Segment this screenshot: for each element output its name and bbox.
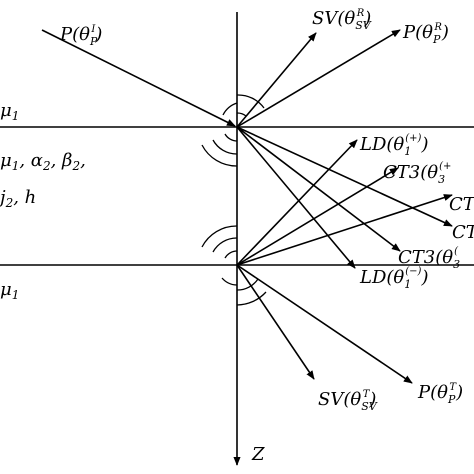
lower-inner-arc-3 [201,225,238,248]
reflected-sv-label: SV(θSVR) [312,8,372,32]
ct3-lower-label: CT3(θ3( [398,246,460,271]
z-axis-label: Z [251,444,265,465]
incident-p-ray [41,29,236,127]
upper-inner-arc-1 [224,133,238,142]
reflected-p-ray [236,29,401,128]
layer-top-mu-label: μ1 [0,100,19,123]
ray-lower-to-ct-upper [236,194,453,266]
layer-params-line-2: j2, h [0,187,36,210]
transmitted-sv-ray [236,264,315,380]
layer-params-line-1: μ1, α2, β2, [0,150,86,173]
transmitted-sv-label: SV(θSVT) [318,389,378,413]
reflection-angle-arc-1 [236,112,247,117]
ray-upper-to-ld-minus [236,126,356,269]
ray-lower-to-ld-plus [236,139,358,266]
reflected-sv-ray [236,32,317,128]
ray-upper-to-ct-lower [236,126,453,227]
transmission-arc-left [221,277,238,286]
ld-minus-label: LD(θ1(−)) [359,266,428,291]
ld-plus-label: LD(θ1(+)) [359,133,428,158]
transmission-arc-1 [236,278,259,291]
ray-lower-to-ct3-upper [236,167,399,266]
ray-upper-to-ct3-lower [236,126,401,252]
upper-inner-arc-2 [212,139,238,155]
ct-lower-label: CT [452,222,474,243]
transmitted-p-ray [236,264,413,384]
transmission-arc-2 [236,291,267,306]
layer-bottom-mu-label: μ1 [0,279,19,302]
ct3-upper-label: CT3(θ3(+ [383,161,451,186]
reflected-p-label: P(θPR) [402,22,449,46]
upper-inner-arc-3 [201,144,238,167]
ct-upper-label: CT [449,194,474,215]
incident-angle-arc [222,102,238,116]
reflection-angle-arc-2 [236,94,265,109]
lower-inner-arc-1 [224,250,238,259]
incident-p-label: P(θPI) [59,24,102,48]
transmitted-p-label: P(θPT) [417,382,463,406]
lower-inner-arc-2 [212,237,238,253]
